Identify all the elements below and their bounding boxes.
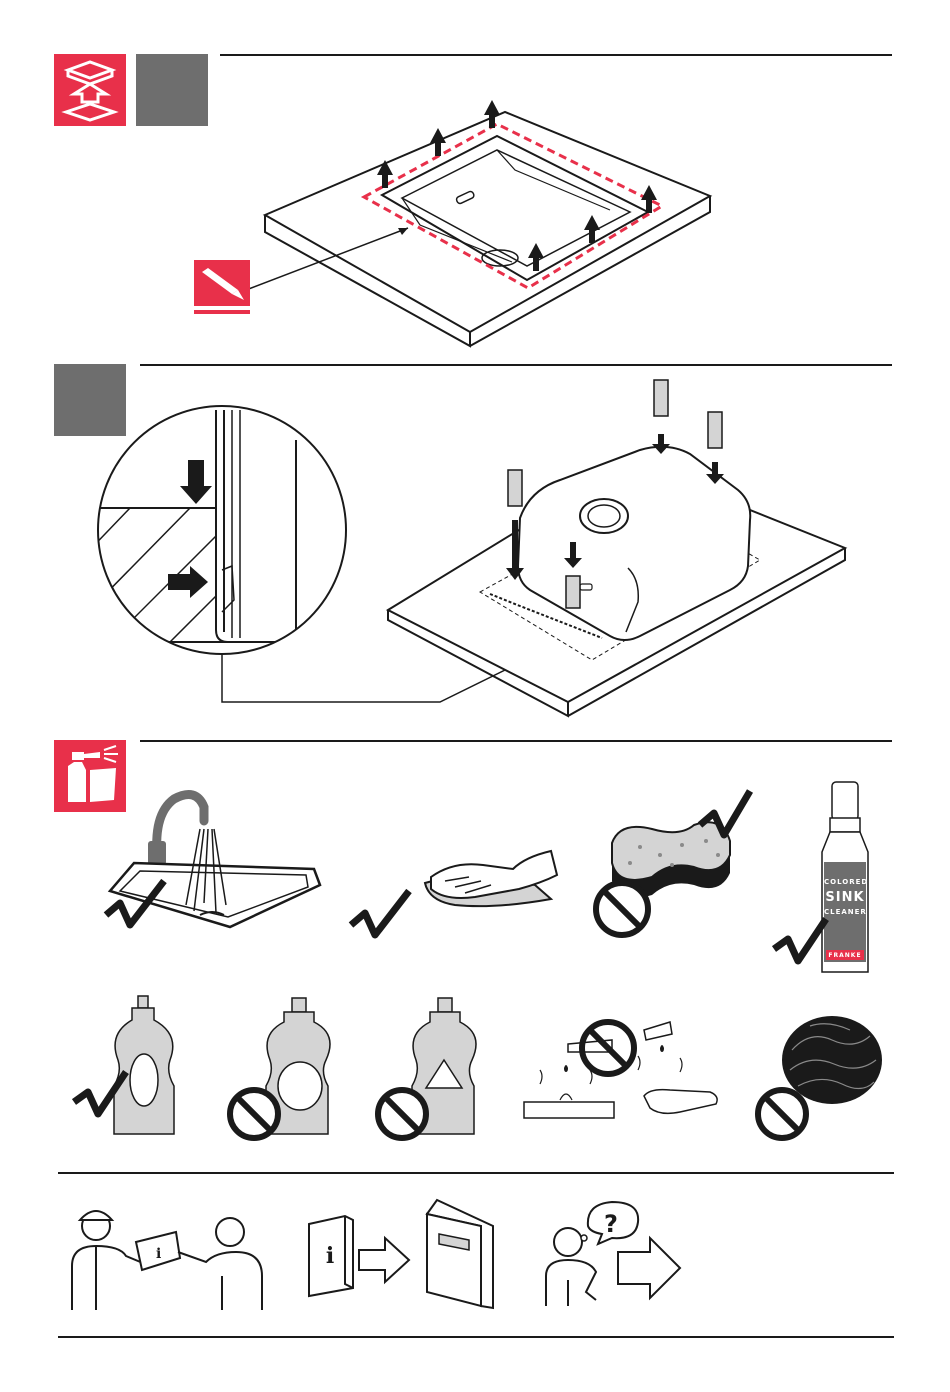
svg-text:i: i (156, 1246, 161, 1262)
acid-chemicals-icon (520, 1000, 730, 1130)
section-divider-3 (140, 740, 892, 742)
bottle-label-line3: CLEANER (824, 908, 866, 916)
rinse-water-icon (100, 785, 340, 945)
bottle-label-line1: COLORED (824, 878, 866, 886)
section-divider-5 (58, 1336, 894, 1338)
installer-user-icon: i (66, 1196, 266, 1316)
steel-wool-icon (750, 990, 890, 1140)
ask-question-icon: ? (540, 1196, 700, 1316)
bottle-brand: FRANKE (826, 952, 864, 959)
cutter-knife-icon (194, 260, 250, 316)
mild-detergent-icon (70, 990, 180, 1140)
countertop-removal-illustration (0, 0, 950, 360)
aggressive-chemical-icon (370, 990, 490, 1140)
bottle-label-line2: SINK (824, 890, 866, 905)
section-divider-4 (58, 1172, 894, 1174)
info-letter: i (320, 1243, 340, 1269)
sink-mounting-illustration (0, 370, 950, 730)
cream-cleaner-icon (222, 990, 342, 1140)
svg-text:?: ? (604, 1210, 618, 1238)
wipe-cloth-icon (345, 785, 565, 945)
section-divider-2 (140, 364, 892, 366)
sponge-icon (590, 785, 760, 945)
check-icon (770, 915, 830, 965)
